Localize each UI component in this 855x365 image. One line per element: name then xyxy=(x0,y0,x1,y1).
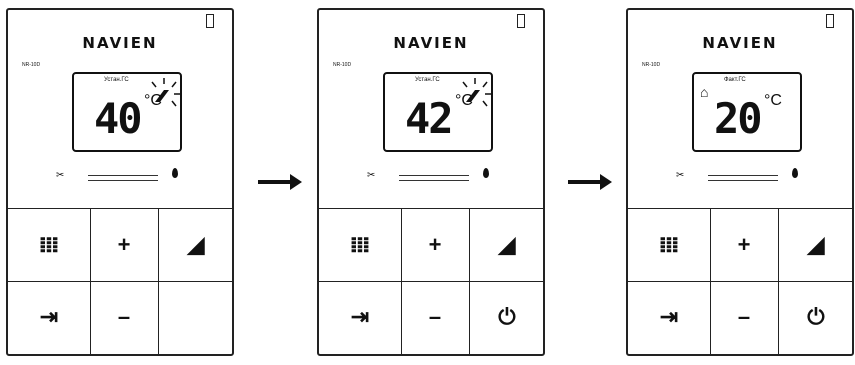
wrench-icon: ✂ xyxy=(56,170,65,181)
radiator-icon: 𝍖 xyxy=(350,232,370,257)
model-label: NR-10D xyxy=(642,62,661,68)
status-led xyxy=(206,14,214,28)
temperature-readout: 42 xyxy=(405,94,454,143)
heating-button[interactable]: 𝍖 xyxy=(319,209,401,281)
shower-icon: ◢ xyxy=(807,232,825,257)
hot-water-blink-icon xyxy=(462,78,491,107)
model-label: NR-10D xyxy=(22,62,41,68)
plus-button[interactable]: + xyxy=(428,232,442,257)
water-drop-icon xyxy=(792,168,798,178)
minus-button[interactable]: – xyxy=(737,304,751,329)
heating-button[interactable]: 𝍖 xyxy=(8,209,90,281)
status-led xyxy=(517,14,525,28)
status-row: ✂ xyxy=(8,168,232,186)
plus-button[interactable]: + xyxy=(737,232,751,257)
brand-logo: NAVIEN xyxy=(393,34,469,52)
away-button[interactable]: ⇥ xyxy=(319,281,401,353)
temperature-readout: 20 xyxy=(714,94,763,143)
away-button[interactable]: ⇥ xyxy=(628,281,710,353)
temperature-unit: °C xyxy=(764,92,782,109)
temperature-unit: °C xyxy=(455,92,473,109)
set-temp-label: Устан.ГС xyxy=(104,77,129,83)
brand-logo: NAVIEN xyxy=(702,34,778,52)
indicator-bar xyxy=(399,175,469,181)
lcd-display: Факт.ГС 20 °C ⌂ xyxy=(692,72,802,152)
minus-button[interactable]: – xyxy=(428,304,442,329)
water-drop-icon xyxy=(172,168,178,178)
plus-button[interactable]: + xyxy=(117,232,131,257)
heating-button[interactable]: 𝍖 xyxy=(628,209,710,281)
exit-shower-icon: ⇥ xyxy=(350,304,370,329)
shower-icon: ◢ xyxy=(187,232,205,257)
power-icon: ⏻ xyxy=(807,304,825,329)
temperature-unit: °C xyxy=(144,92,162,109)
status-row: ✂ xyxy=(628,168,852,186)
exit-shower-icon: ⇥ xyxy=(39,304,59,329)
lcd-display: Устан.ГС 42 °C xyxy=(383,72,493,152)
brand-logo: NAVIEN xyxy=(82,34,158,52)
power-button[interactable]: ⏻ xyxy=(778,281,854,353)
keypad: 𝍖 + ◢ ⇥ – xyxy=(8,208,232,354)
status-led xyxy=(826,14,834,28)
keypad: 𝍖 + ◢ ⇥ – ⏻ xyxy=(319,208,543,354)
hot-water-button[interactable]: ◢ xyxy=(469,209,545,281)
power-button[interactable]: ⏻ xyxy=(469,281,545,353)
shower-icon: ◢ xyxy=(498,232,516,257)
set-temp-label: Устан.ГС xyxy=(415,77,440,83)
exit-shower-icon: ⇥ xyxy=(659,304,679,329)
status-row: ✂ xyxy=(319,168,543,186)
keypad: 𝍖 + ◢ ⇥ – ⏻ xyxy=(628,208,852,354)
hot-water-button[interactable]: ◢ xyxy=(158,209,234,281)
power-icon: ⏻ xyxy=(498,304,516,329)
temperature-readout: 40 xyxy=(94,94,143,143)
step-arrow-2 xyxy=(568,174,612,190)
hot-water-button[interactable]: ◢ xyxy=(778,209,854,281)
house-icon: ⌂ xyxy=(700,84,709,100)
radiator-icon: 𝍖 xyxy=(659,232,679,257)
hot-water-blink-icon xyxy=(151,78,180,107)
thermostat-panel-2: NAVIEN NR-10D Устан.ГС 42 °C ✂ 𝍖 + ◢ ⇥ –… xyxy=(317,8,545,356)
water-drop-icon xyxy=(483,168,489,178)
thermostat-panel-1: NAVIEN NR-10D Устан.ГС 40 °C ✂ 𝍖 + ◢ ⇥ – xyxy=(6,8,234,356)
away-button[interactable]: ⇥ xyxy=(8,281,90,353)
step-arrow-1 xyxy=(258,174,302,190)
actual-temp-label: Факт.ГС xyxy=(724,77,746,83)
lcd-display: Устан.ГС 40 °C xyxy=(72,72,182,152)
power-button[interactable] xyxy=(158,281,234,353)
minus-button[interactable]: – xyxy=(117,304,131,329)
radiator-icon: 𝍖 xyxy=(39,232,59,257)
wrench-icon: ✂ xyxy=(367,170,376,181)
thermostat-panel-3: NAVIEN NR-10D Факт.ГС 20 °C ⌂ ✂ 𝍖 + ◢ ⇥ … xyxy=(626,8,854,356)
model-label: NR-10D xyxy=(333,62,352,68)
indicator-bar xyxy=(88,175,158,181)
wrench-icon: ✂ xyxy=(676,170,685,181)
indicator-bar xyxy=(708,175,778,181)
